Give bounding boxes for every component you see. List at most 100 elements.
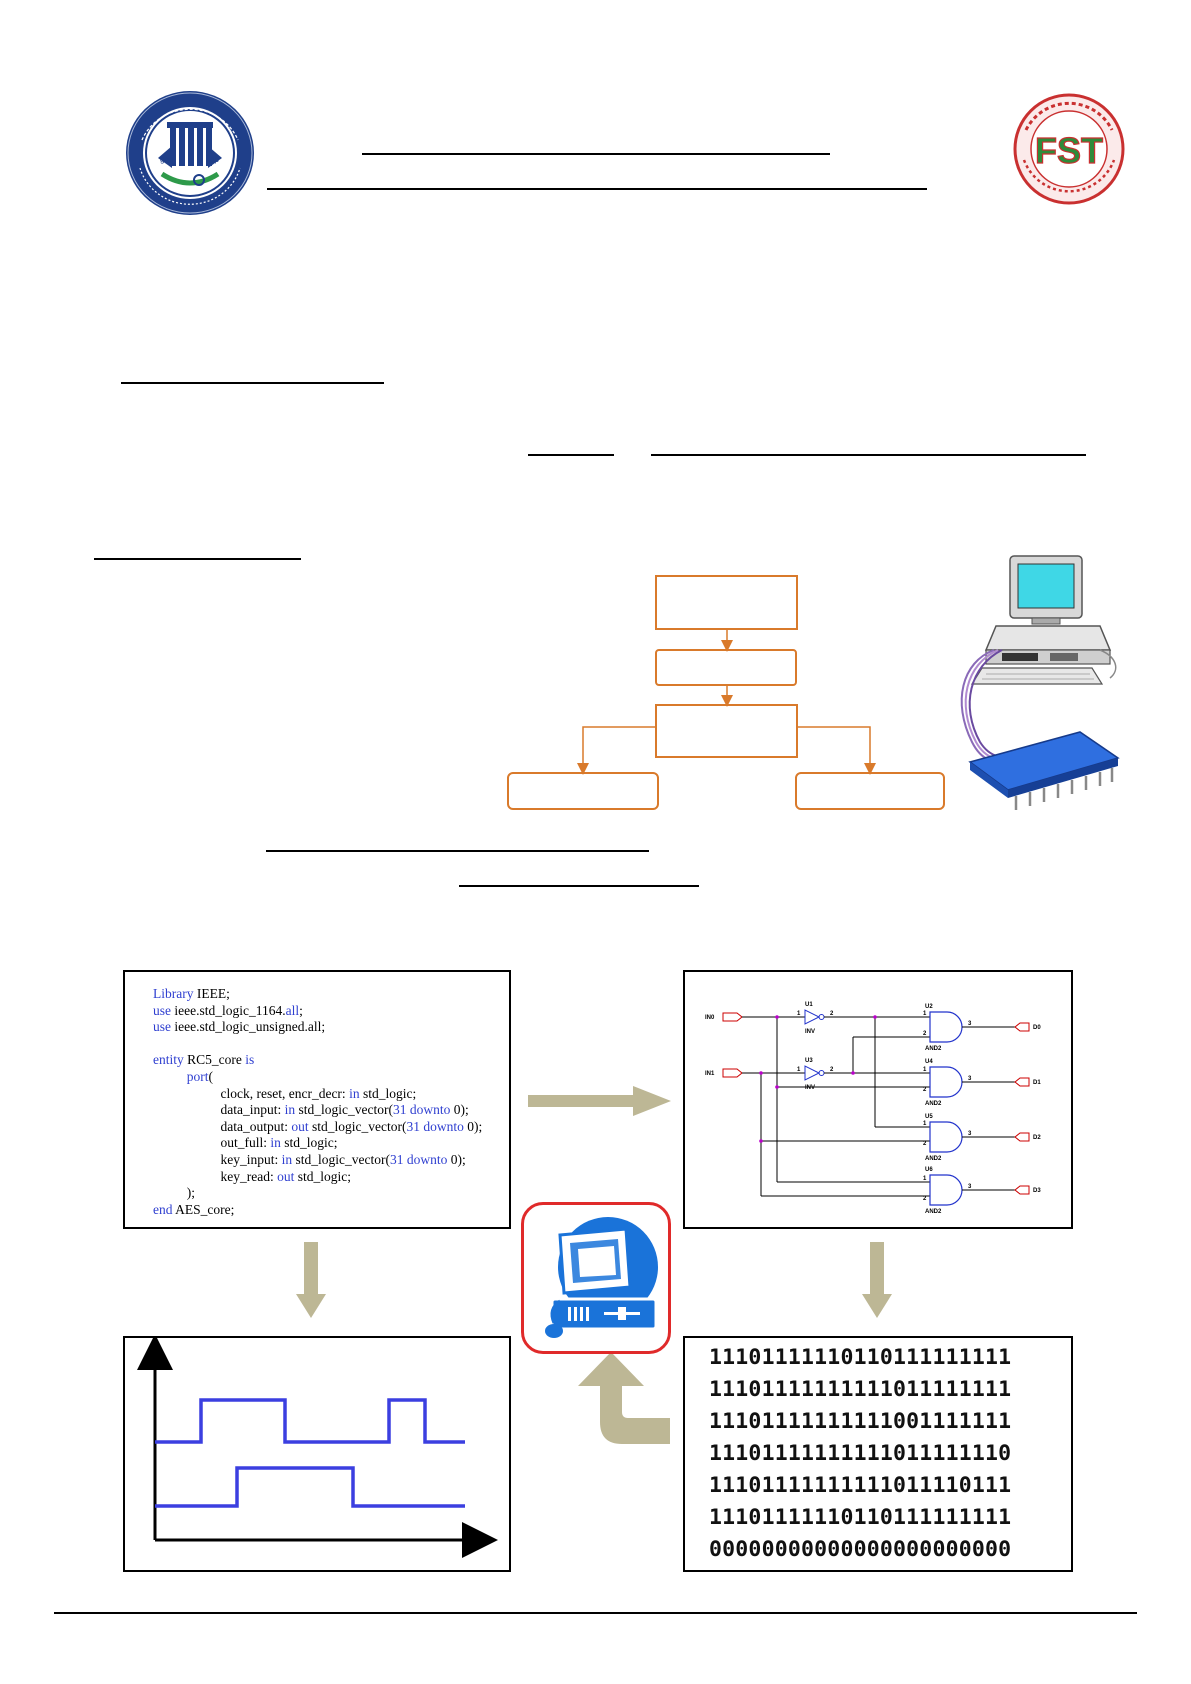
- bitstream-row: 11101111110110111111111: [709, 1345, 1012, 1370]
- fst-faculty-logo: FST: [1012, 90, 1126, 208]
- bitstream-row: 11101111111111011111110: [709, 1441, 1012, 1466]
- flow-box-top: [655, 575, 798, 630]
- pin-label: 1: [923, 1067, 927, 1073]
- pin-label: 1: [923, 1121, 927, 1127]
- code-keyword: port: [153, 1068, 209, 1084]
- svg-text:gqn: gqn: [160, 155, 173, 164]
- and-ref-u2: U2: [925, 1004, 933, 1010]
- bitstream-row: 00000000000000000000000: [709, 1537, 1012, 1562]
- code-line: end AES_core;: [153, 1202, 482, 1219]
- pin-label: 3: [968, 1076, 972, 1082]
- and-ref-u4: U4: [925, 1059, 933, 1065]
- inv-type-u1: INV: [805, 1029, 815, 1035]
- bitstream-row: 11101111110110111111111: [709, 1505, 1012, 1530]
- code-text: clock, reset, encr_decr:: [153, 1085, 350, 1101]
- inv-ref-u1: U1: [805, 1002, 813, 1008]
- code-text: (: [208, 1068, 214, 1084]
- pin-label: 1: [797, 1011, 801, 1017]
- computer-badge: [521, 1202, 671, 1354]
- code-line: use ieee.std_logic_1164.all;: [153, 1003, 482, 1020]
- code-line: data_output: out std_logic_vector(31 dow…: [153, 1118, 483, 1136]
- input-label-in1: IN1: [705, 1071, 715, 1077]
- and-type-u2: AND2: [925, 1046, 942, 1052]
- code-line: );: [153, 1185, 482, 1202]
- code-keyword: in: [284, 1102, 296, 1118]
- code-text: data_input:: [153, 1102, 285, 1118]
- arrow-code-to-waveform: [296, 1242, 326, 1318]
- footer-rule: [54, 1612, 1137, 1614]
- pin-label: 1: [923, 1011, 927, 1017]
- and-type-u5: AND2: [925, 1156, 942, 1162]
- bitstream-panel: 11101111110110111111111 11101111111111011…: [683, 1336, 1073, 1572]
- code-text: IEEE;: [196, 986, 230, 1001]
- logic-schematic-panel: IN0 IN1 D0 D1 D2 D3 U1 INV U3 INV U2 AND…: [683, 970, 1073, 1229]
- code-line: clock, reset, encr_decr: in std_logic;: [153, 1086, 482, 1103]
- bitstream-row: 11101111111111011110111: [709, 1473, 1012, 1498]
- caption-rule-1: [266, 850, 649, 852]
- code-text: AES_core;: [175, 1201, 235, 1217]
- caption-rule-2: [459, 885, 699, 887]
- inline-rule-1: [528, 454, 614, 456]
- pin-label: 2: [923, 1141, 927, 1147]
- code-keyword: out: [291, 1118, 309, 1134]
- inline-rule-2: [651, 454, 1086, 456]
- svg-text:gp: gp: [210, 155, 219, 164]
- arrow-schematic-to-bitstream: [862, 1242, 892, 1318]
- code-text: std_logic;: [280, 1135, 338, 1151]
- computer-programming-chip-illustration: [960, 555, 1120, 810]
- waveform-panel: [123, 1336, 511, 1572]
- and-type-u6: AND2: [925, 1209, 942, 1215]
- code-line: key_input: in std_logic_vector(31 downto…: [153, 1152, 482, 1169]
- code-keyword: use: [153, 1019, 175, 1035]
- vhdl-code-panel: Library IEEE;use ieee.std_logic_1164.all…: [123, 970, 511, 1229]
- header-title-rule-2: [267, 188, 927, 190]
- arrow-code-to-schematic: [528, 1086, 671, 1116]
- pin-label: 2: [923, 1031, 927, 1037]
- code-text: key_read:: [153, 1168, 278, 1184]
- flow-box-left: [507, 772, 659, 810]
- pin-label: 3: [968, 1131, 972, 1137]
- inv-type-u3: INV: [805, 1085, 815, 1091]
- code-keyword: is: [245, 1052, 255, 1068]
- code-keyword: 31 downto: [406, 1118, 464, 1134]
- output-label-d3: D3: [1033, 1188, 1041, 1194]
- code-keyword: in: [281, 1151, 293, 1167]
- code-line: [153, 1036, 482, 1053]
- bitstream-row: 11101111111111011111111: [709, 1377, 1012, 1402]
- pin-label: 1: [797, 1067, 801, 1073]
- code-keyword: end: [153, 1201, 176, 1217]
- code-keyword: Library: [153, 986, 197, 1001]
- code-text: out_full:: [153, 1135, 271, 1151]
- code-line: Library IEEE;: [153, 986, 482, 1003]
- section-heading-rule-2: [94, 558, 301, 560]
- waveform-signal-2: [155, 1466, 465, 1508]
- code-text: data_output:: [153, 1118, 292, 1134]
- code-line: data_input: in std_logic_vector(31 downt…: [153, 1102, 482, 1119]
- pin-label: 2: [830, 1067, 834, 1073]
- code-text: ieee.std_logic_unsigned.all;: [174, 1019, 326, 1035]
- code-keyword: 31 downto: [390, 1151, 448, 1167]
- output-label-d1: D1: [1033, 1080, 1041, 1086]
- input-label-in0: IN0: [705, 1015, 715, 1021]
- code-text: 0);: [450, 1102, 469, 1118]
- pin-label: 2: [923, 1196, 927, 1202]
- and-ref-u5: U5: [925, 1114, 933, 1120]
- section-heading-rule-1: [121, 382, 384, 384]
- code-line: out_full: in std_logic;: [153, 1135, 482, 1152]
- arrow-bitstream-to-computer: [578, 1352, 670, 1444]
- code-line: port(: [153, 1069, 482, 1086]
- output-label-d0: D0: [1033, 1025, 1041, 1031]
- university-seal-logo: gqn gp: [122, 88, 258, 218]
- code-keyword: all: [285, 1002, 300, 1018]
- code-text: std_logic_vector(: [292, 1151, 390, 1167]
- code-line: use ieee.std_logic_unsigned.all;: [153, 1019, 482, 1036]
- flow-box-right: [795, 772, 945, 810]
- fst-logo-letters: FST: [1035, 130, 1103, 171]
- inv-ref-u3: U3: [805, 1058, 813, 1064]
- code-line: entity RC5_core is: [153, 1052, 482, 1069]
- code-text: ;: [299, 1002, 303, 1018]
- code-text: ieee.std_logic_1164.: [174, 1002, 286, 1018]
- code-keyword: 31 downto: [393, 1102, 451, 1118]
- code-keyword: entity: [153, 1052, 188, 1068]
- code-text: key_input:: [153, 1151, 282, 1167]
